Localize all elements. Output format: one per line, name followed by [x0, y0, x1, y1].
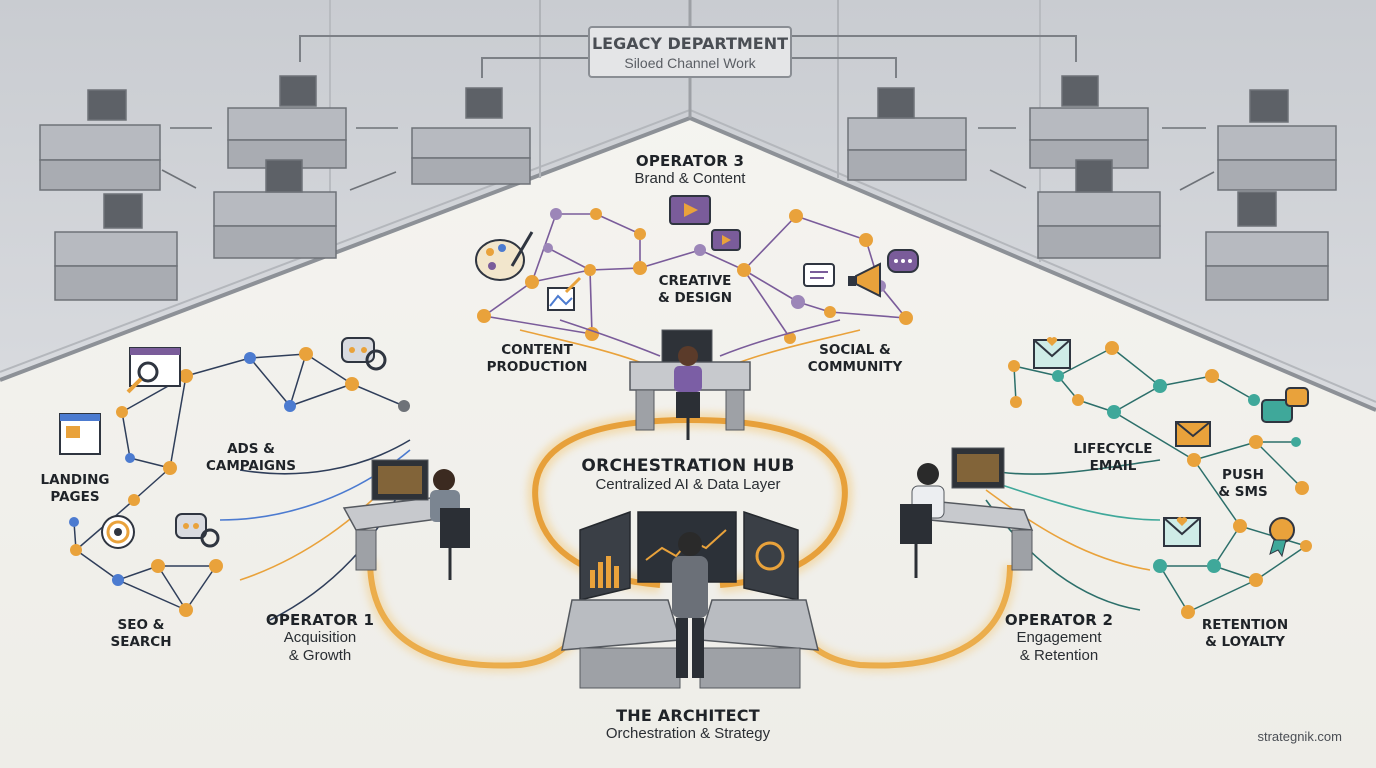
legacy-silo-arrows: [161, 127, 1215, 191]
node-social-line2: COMMUNITY: [807, 359, 903, 375]
operator1-network-links: [73, 353, 405, 611]
palette-icon: [475, 231, 534, 281]
megaphone-icon: [848, 262, 881, 298]
node-retention-line1: RETENTION: [1201, 617, 1289, 633]
node-ads-campaigns: ADS & CAMPAIGNS: [196, 441, 306, 475]
node-content-line2: PRODUCTION: [486, 359, 588, 375]
node-ads-line2: CAMPAIGNS: [205, 458, 297, 474]
operator2-subtitle-line2: & Retention: [1019, 647, 1099, 664]
operator3-label: OPERATOR 3 Brand & Content: [590, 152, 790, 188]
node-push-line2: & SMS: [1218, 484, 1268, 500]
operator2-title: OPERATOR 2: [1004, 611, 1114, 629]
landing-page-icon: [59, 413, 101, 455]
footer-credit: strategnik.com: [1257, 729, 1342, 744]
operator2-label: OPERATOR 2 Engagement & Retention: [988, 611, 1130, 665]
operator1-subtitle-line2: & Growth: [288, 647, 352, 664]
legacy-department-box: LEGACY DEPARTMENT Siloed Channel Work: [588, 26, 792, 78]
node-lifecycle-email: LIFECYCLE EMAIL: [1058, 441, 1168, 475]
speech-bubble-icon: [887, 249, 919, 273]
sms-chat-icon: [1261, 387, 1309, 423]
node-seo-line1: SEO &: [117, 617, 165, 633]
operator2-network-nodes: [1008, 341, 1312, 619]
operator3-workstation: [629, 329, 751, 440]
legacy-desks-left: [39, 75, 531, 301]
node-social-line1: SOCIAL &: [819, 342, 891, 358]
node-push-sms: PUSH & SMS: [1198, 467, 1288, 501]
hub-subtitle: Centralized AI & Data Layer: [595, 476, 781, 493]
operator1-label: OPERATOR 1 Acquisition & Growth: [250, 611, 390, 665]
operator3-title: OPERATOR 3: [635, 152, 745, 170]
orchestration-hub-label: ORCHESTRATION HUB Centralized AI & Data …: [568, 456, 808, 494]
heart-mail-icon: [1033, 337, 1071, 369]
node-social-community: SOCIAL & COMMUNITY: [800, 342, 910, 376]
operator3-network-nodes: [477, 208, 913, 344]
node-creative-line2: & DESIGN: [657, 290, 733, 306]
video-icon: [669, 195, 711, 225]
node-lifecycle-line1: LIFECYCLE: [1073, 441, 1153, 457]
node-content-production: CONTENT PRODUCTION: [482, 342, 592, 376]
node-ads-line1: ADS &: [227, 441, 275, 457]
legacy-subtitle: Siloed Channel Work: [624, 55, 756, 71]
legacy-title: LEGACY DEPARTMENT: [591, 34, 789, 53]
node-retention-line2: & LOYALTY: [1205, 634, 1285, 650]
node-creative-design: CREATIVE & DESIGN: [640, 273, 750, 307]
robot-search-icon: [341, 337, 387, 371]
operator2-network-links: [1013, 347, 1307, 613]
operator1-subtitle-line1: Acquisition: [283, 629, 357, 646]
node-landing-line1: LANDING: [40, 472, 110, 488]
node-landing-pages: LANDING PAGES: [22, 472, 128, 506]
node-seo-line2: SEARCH: [110, 634, 172, 650]
legacy-office-area: [0, 0, 1376, 410]
operator2-subtitle-line1: Engagement: [1016, 629, 1102, 646]
node-lifecycle-line2: EMAIL: [1089, 458, 1137, 474]
search-browser-icon: [126, 347, 181, 394]
architect-subtitle: Orchestration & Strategy: [605, 725, 771, 742]
operator2-workstation: [900, 447, 1034, 578]
heart-mail-icon-2: [1163, 517, 1201, 547]
operator1-title: OPERATOR 1: [265, 611, 375, 629]
node-seo-search: SEO & SEARCH: [88, 617, 194, 651]
hub-title: ORCHESTRATION HUB: [581, 456, 795, 476]
legacy-arrow-left: [299, 35, 588, 62]
mail-icon: [1175, 421, 1211, 447]
operator1-network-nodes: [69, 347, 410, 617]
node-retention-loyalty: RETENTION & LOYALTY: [1190, 617, 1300, 651]
loyalty-badge-icon: [1269, 517, 1295, 558]
node-creative-line1: CREATIVE: [658, 273, 732, 289]
node-push-line1: PUSH: [1222, 467, 1264, 483]
operator3-subtitle: Brand & Content: [634, 170, 746, 187]
chat-icon: [803, 263, 835, 287]
architect-title: THE ARCHITECT: [616, 706, 760, 725]
legacy-arrow-right: [788, 35, 1077, 62]
target-icon: [101, 515, 135, 549]
architect-label: THE ARCHITECT Orchestration & Strategy: [578, 707, 798, 743]
legacy-desks-right: [847, 75, 1337, 301]
node-landing-line2: PAGES: [50, 489, 100, 505]
image-edit-icon: [547, 276, 582, 311]
operator1-workstation: [342, 459, 470, 580]
play-icon: [711, 229, 741, 251]
robot-search-icon-2: [175, 513, 220, 548]
node-content-line1: CONTENT: [501, 342, 573, 358]
architect-command-center: [561, 510, 819, 689]
